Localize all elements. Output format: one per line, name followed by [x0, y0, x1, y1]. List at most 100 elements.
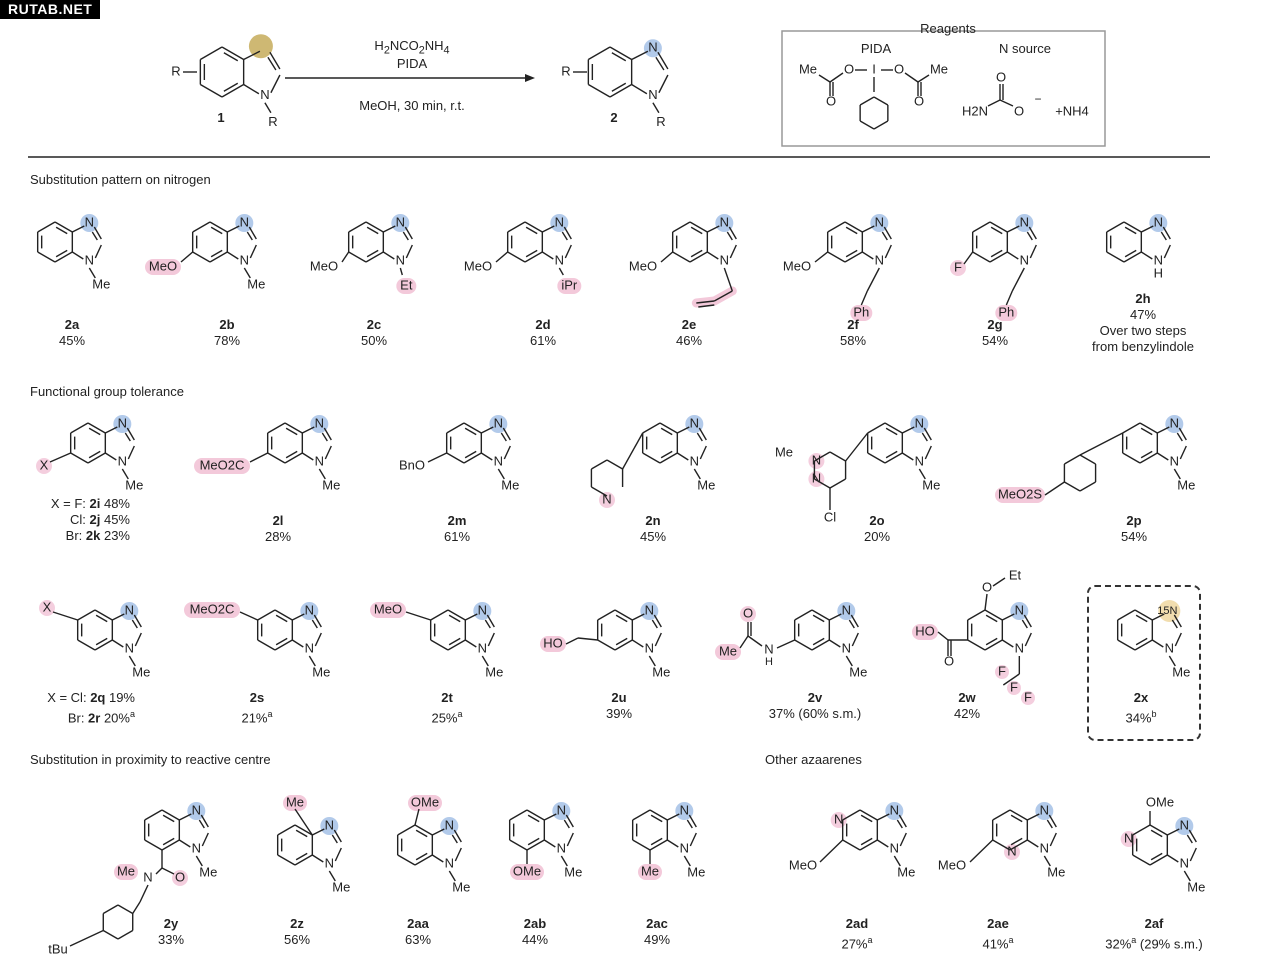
benzyl-ring-bond — [117, 904, 134, 915]
n3-atom: N — [494, 415, 503, 430]
five-ring-double-bond — [686, 819, 693, 829]
n-sub-bond — [648, 655, 656, 667]
five-ring-double-bond — [124, 432, 131, 442]
ring-double-bond — [1135, 637, 1148, 646]
ring-bond — [397, 824, 416, 836]
ring-bond — [430, 639, 449, 651]
ring-double-bond — [812, 637, 825, 646]
ring-bond — [1106, 221, 1125, 233]
five-ring-bond — [1167, 828, 1180, 836]
n-substituent: Me — [312, 664, 330, 679]
five-ring-bond — [876, 839, 889, 848]
atom-label: X — [43, 599, 52, 614]
five-ring-bond — [111, 639, 124, 648]
five-ring-bond — [541, 251, 554, 260]
five-ring-bond — [688, 814, 697, 828]
n-sub-bond — [195, 855, 203, 867]
ring-bond — [446, 422, 465, 434]
n3-atom: N — [690, 415, 699, 430]
ring-bond — [859, 809, 878, 821]
ring-bond — [277, 854, 296, 866]
ring-bond — [984, 609, 1003, 621]
five-ring-bond — [453, 829, 462, 843]
amide-n: N — [143, 869, 152, 884]
ring-bond — [811, 639, 830, 651]
phenyl-bond — [1064, 481, 1081, 492]
ring-double-bond — [525, 249, 538, 258]
ring-bond — [37, 221, 56, 233]
pida-iodine: I — [872, 61, 876, 76]
ring-double-bond — [650, 837, 663, 846]
five-ring-bond — [431, 854, 444, 863]
n3-atom: N — [915, 415, 924, 430]
five-ring-double-bond — [500, 432, 507, 442]
bond — [161, 867, 175, 875]
bond — [414, 808, 420, 826]
ring-double-bond — [1150, 829, 1163, 838]
five-ring-bond — [200, 814, 209, 828]
five-ring-bond — [104, 452, 117, 461]
ring-bond — [77, 639, 96, 651]
five-ring-bond — [134, 632, 142, 647]
n3-atom: N — [1020, 214, 1029, 229]
ring-double-bond — [985, 637, 998, 646]
ring-bond — [642, 422, 661, 434]
n3-atom: N — [1015, 602, 1024, 617]
five-ring-bond — [1140, 251, 1153, 260]
ring-bond — [277, 824, 296, 836]
five-ring-bond — [699, 445, 707, 460]
bond — [992, 577, 1006, 587]
ring-bond — [1009, 809, 1028, 821]
conditions: MeOH, 30 min, r.t. — [359, 98, 465, 113]
n1-atom: N — [890, 840, 899, 855]
ring-bond — [1009, 839, 1028, 851]
phenyl-group: Ph — [998, 304, 1014, 319]
n-sub-bond — [693, 468, 701, 480]
phenyl-bond — [1079, 454, 1096, 465]
five-ring-bond — [72, 225, 85, 233]
n3-atom: N — [118, 415, 127, 430]
five-ring-bond — [631, 83, 648, 95]
ring-bond — [221, 46, 245, 61]
n-r-group: R — [656, 114, 665, 129]
ring-double-bond — [210, 226, 223, 235]
ring-double-bond — [295, 829, 308, 838]
compound-2ijk-label: X = F: 2i 48%Cl: 2j 45%Br: 2k 23% — [50, 496, 130, 543]
ring-bond — [672, 221, 691, 233]
ring-bond — [284, 422, 303, 434]
ring-bond — [463, 422, 482, 434]
five-ring-double-bond — [311, 619, 318, 629]
ring-double-bond — [660, 450, 673, 459]
n3-atom: N — [720, 214, 729, 229]
five-ring-bond — [707, 225, 720, 233]
five-ring-double-bond — [331, 834, 338, 844]
five-ring-bond — [291, 639, 304, 648]
ring-bond — [1134, 639, 1153, 651]
bond — [139, 884, 149, 903]
ring-bond — [597, 609, 616, 621]
five-ring-double-bond — [321, 432, 328, 442]
pyridine-bond — [591, 459, 608, 470]
n-sub-bond — [481, 655, 489, 667]
ring-double-bond — [845, 249, 858, 258]
cf3-f2: F — [1010, 679, 1018, 694]
n3-atom: N — [478, 602, 487, 617]
five-ring-bond — [1006, 251, 1019, 260]
bond — [155, 867, 163, 875]
n1-atom: N — [192, 840, 201, 855]
ring-bond — [348, 251, 367, 263]
n-sub-bond — [88, 267, 96, 279]
five-ring-bond — [542, 225, 555, 233]
n3-atom: N — [842, 602, 851, 617]
highlight — [194, 458, 250, 474]
n-substituent: Me — [849, 664, 867, 679]
bond — [698, 304, 715, 308]
n-sub-bond — [845, 655, 853, 667]
five-ring-bond — [677, 426, 690, 434]
reactant-label: 1 — [217, 110, 225, 125]
ammonium: +NH4 — [1055, 103, 1089, 118]
